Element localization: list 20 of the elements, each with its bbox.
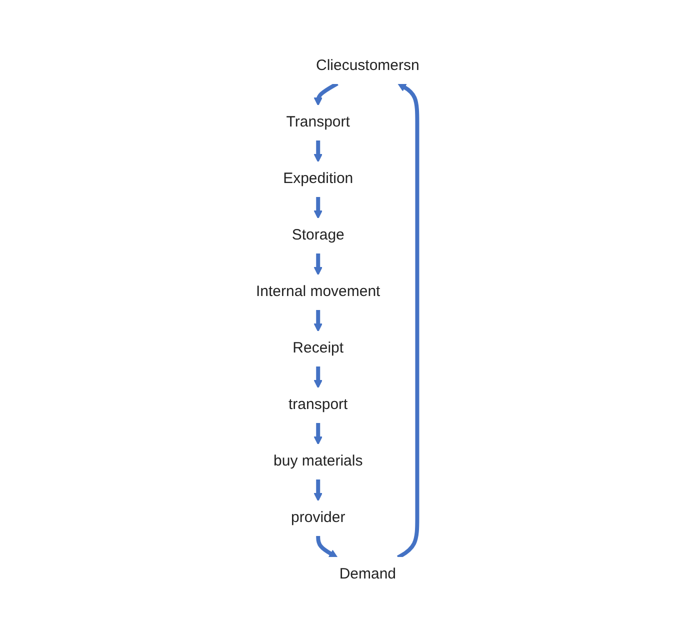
arrow [397, 82, 420, 559]
arrow [314, 308, 323, 332]
arrow [314, 196, 323, 218]
node-text: Demand [340, 564, 396, 582]
node-text: Cliecustomersn [316, 56, 420, 74]
node-text: buy materials [274, 452, 364, 469]
arrow [314, 478, 323, 501]
arrow [314, 81, 339, 106]
node-text: Transport [286, 113, 350, 130]
node-text: Internal movement [256, 282, 381, 300]
node-text: Receipt [293, 338, 344, 356]
arrow [316, 534, 338, 558]
node-text: Expedition [283, 169, 354, 186]
node-text: Storage [292, 226, 345, 243]
arrow [314, 139, 323, 162]
arrow [314, 422, 323, 444]
arrow [314, 252, 323, 275]
arrow [314, 365, 323, 388]
node-text: transport [288, 395, 348, 412]
node-text: provider [291, 508, 346, 526]
